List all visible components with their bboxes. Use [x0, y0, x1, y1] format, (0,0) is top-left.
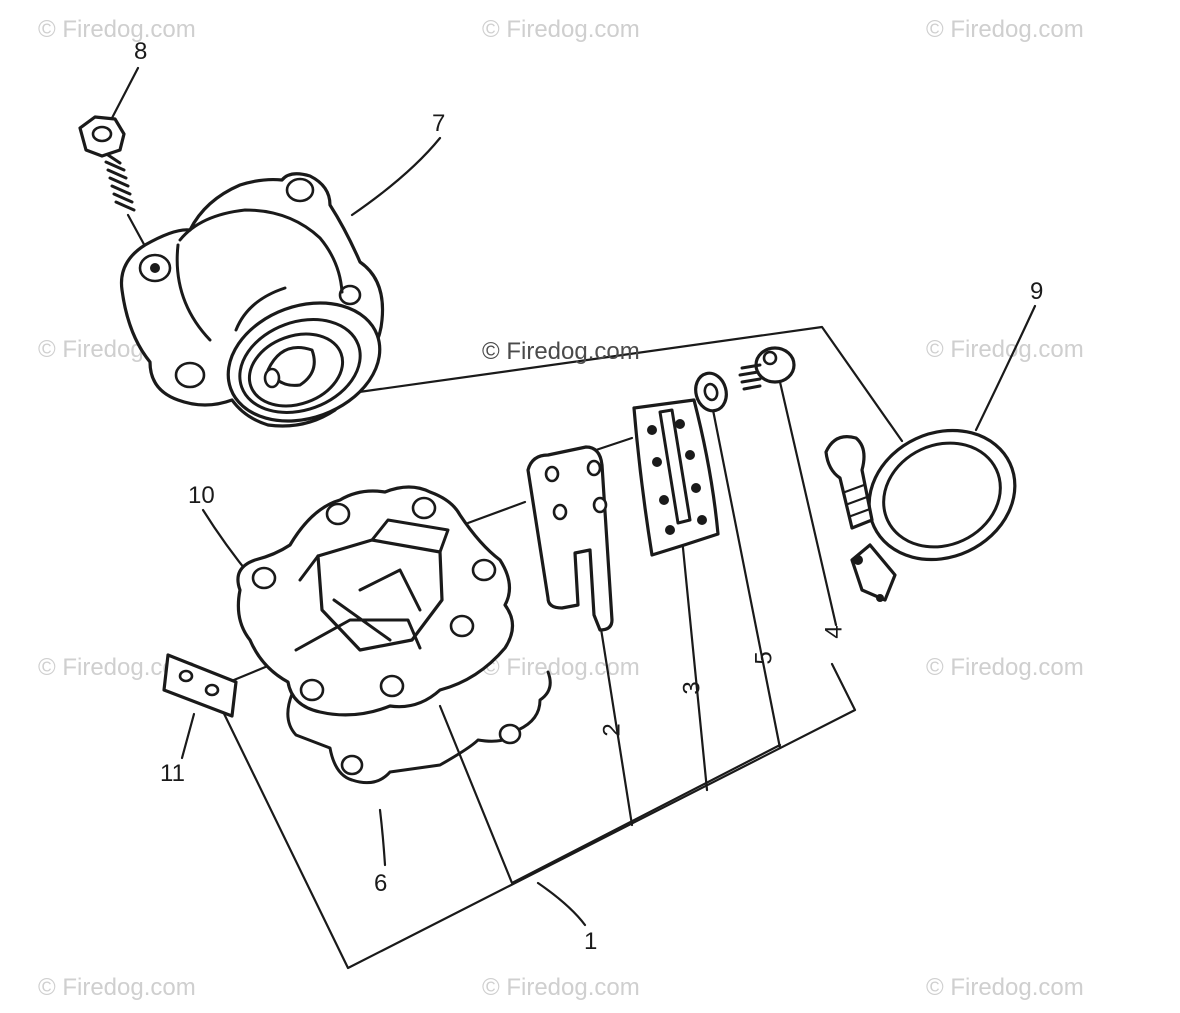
callout-4: 4 [820, 625, 848, 639]
watermark: © Firedog.com [38, 974, 196, 1001]
callout-8: 8 [134, 38, 148, 65]
watermark: © Firedog.com [38, 16, 196, 43]
watermark: © Firedog.com [926, 336, 1084, 363]
callout-10: 10 [188, 482, 215, 509]
callout-3: 3 [678, 681, 706, 695]
clamp-part-9 [824, 428, 1017, 602]
callout-1: 1 [584, 928, 598, 955]
watermark: © Firedog.com [482, 974, 640, 1001]
plate-part-11 [162, 653, 238, 718]
watermark-center: © Firedog.com [482, 338, 640, 365]
callout-5: 5 [750, 651, 778, 665]
callout-9: 9 [1030, 278, 1044, 305]
callout-7: 7 [432, 110, 446, 137]
reed-valve-part-2 [526, 445, 614, 632]
watermark: © Firedog.com [926, 654, 1084, 681]
callout-11: 11 [160, 760, 185, 787]
leader-lines [110, 66, 1037, 970]
reed-block-part-1 [236, 485, 552, 785]
watermark: © Firedog.com [482, 16, 640, 43]
watermark: © Firedog.com [926, 16, 1084, 43]
callout-6: 6 [374, 870, 388, 897]
stopper-plate-part-3 [632, 398, 720, 557]
watermark: © Firedog.com [482, 654, 640, 681]
bolt-part-8 [78, 115, 148, 250]
manifold-part-7 [119, 172, 385, 428]
washer-part-5 [694, 371, 728, 413]
callout-2: 2 [598, 723, 626, 737]
screw-part-4 [738, 346, 796, 391]
watermark: © Firedog.com [926, 974, 1084, 1001]
